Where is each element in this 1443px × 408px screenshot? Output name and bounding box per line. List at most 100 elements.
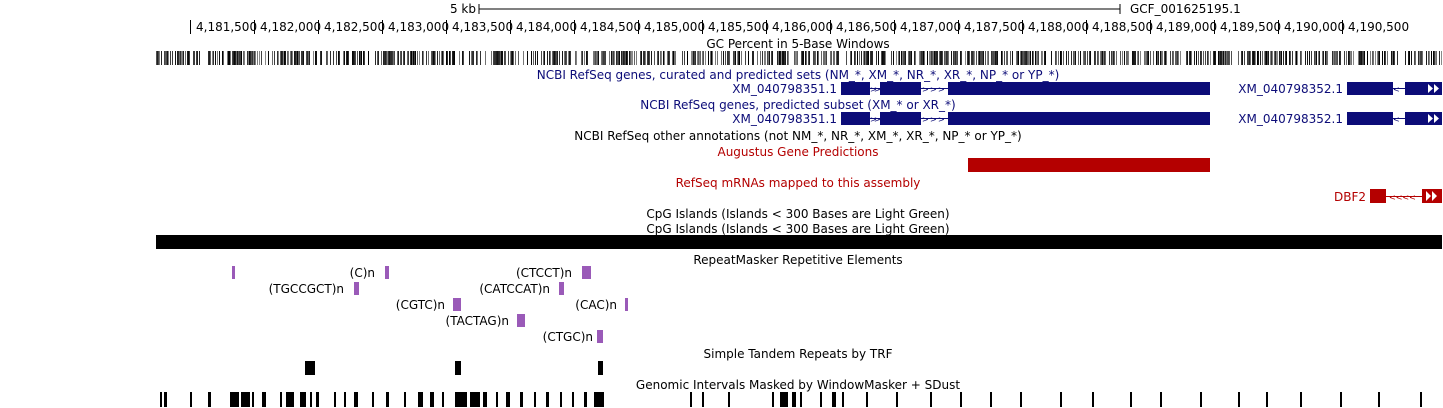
gc-percent-bar (1420, 51, 1421, 65)
gc-percent-bar (910, 51, 911, 65)
gc-percent-bar (614, 51, 615, 65)
masked-interval (520, 392, 523, 407)
track-title-augustus[interactable]: Augustus Gene Predictions (717, 145, 879, 159)
track-title-cpg-islands[interactable]: CpG Islands (Islands < 300 Bases are Lig… (646, 222, 950, 236)
repeat-label[interactable]: (CATCCAT)n (479, 282, 550, 296)
gc-percent-bar (1220, 51, 1221, 65)
gc-percent-bar (1267, 51, 1268, 65)
track-title-gc-percent[interactable]: GC Percent in 5-Base Windows (706, 37, 890, 51)
gc-percent-bar (957, 51, 958, 65)
repeat-label[interactable]: (CTCCT)n (515, 266, 572, 280)
gc-percent-bar (1045, 51, 1046, 65)
masked-interval (584, 392, 587, 407)
ruler-tick-label: 4,187,000 (900, 20, 962, 34)
gc-percent-bar (238, 51, 239, 65)
repeat-label[interactable]: (CGTC)n (395, 298, 445, 312)
track-title-windowmasker[interactable]: Genomic Intervals Masked by WindowMasker… (635, 378, 961, 392)
gc-percent-bar (661, 51, 662, 65)
repeat-label[interactable]: (TACTAG)n (445, 314, 509, 328)
masked-interval (690, 392, 692, 407)
track-title-cpg-islands[interactable]: CpG Islands (Islands < 300 Bases are Lig… (646, 207, 950, 221)
gc-percent-bar (499, 51, 500, 65)
gc-percent-bar (781, 51, 782, 65)
gc-percent-bar (604, 51, 605, 65)
gc-percent-bar (1289, 51, 1290, 65)
repeat-element (385, 266, 389, 279)
gc-percent-bar (1114, 51, 1115, 65)
gc-percent-bar (556, 51, 557, 65)
masked-interval (990, 392, 992, 407)
gc-percent-bar (1311, 51, 1312, 65)
strand-arrow-icon: > (874, 115, 881, 124)
masked-interval (572, 392, 574, 407)
gc-percent-bar (1085, 51, 1086, 65)
gc-percent-bar (605, 51, 606, 65)
gc-percent-bar (623, 51, 624, 65)
gc-percent-bar (728, 51, 729, 65)
gc-percent-bar (287, 51, 288, 65)
gc-percent-bar (531, 51, 532, 65)
strand-arrow-icon: > (930, 85, 937, 94)
repeat-label[interactable]: (CTGC)n (542, 330, 593, 344)
gc-percent-bar (495, 51, 496, 65)
gc-percent-bar (1358, 51, 1359, 65)
gc-percent-bar (1074, 51, 1075, 65)
gc-percent-bar (609, 51, 610, 65)
gc-percent-bar (377, 51, 378, 65)
gc-percent-bar (1104, 51, 1105, 65)
ruler-tick-label: 4,190,000 (1284, 20, 1346, 34)
gc-percent-bar (1335, 51, 1336, 65)
gc-percent-bar (417, 51, 418, 65)
gc-percent-bar (533, 51, 534, 65)
gc-percent-bar (936, 51, 937, 65)
gc-percent-bar (179, 51, 180, 65)
gc-percent-bar (1178, 51, 1179, 65)
track-title-ncbi-refseq-other[interactable]: NCBI RefSeq other annotations (not NM_*,… (574, 129, 1022, 143)
gc-percent-bar (347, 51, 348, 65)
gc-percent-bar (282, 51, 283, 65)
gene-label-dbf2[interactable]: DBF2 (1333, 190, 1366, 204)
gene-label-xm-040798352[interactable]: XM_040798352.1 (1238, 112, 1343, 126)
gc-percent-bar (219, 51, 220, 65)
gc-percent-bar (739, 51, 740, 65)
gene-label-xm-040798351[interactable]: XM_040798351.1 (732, 82, 837, 96)
repeat-label[interactable]: (TGCCGCT)n (268, 282, 344, 296)
repeat-label[interactable]: (CAC)n (575, 298, 617, 312)
gc-percent-bar (181, 51, 182, 65)
track-title-refseq-mrna[interactable]: RefSeq mRNAs mapped to this assembly (675, 176, 921, 190)
gc-percent-bar (955, 51, 956, 65)
gc-percent-bar (352, 51, 353, 65)
gc-percent-bar (496, 51, 497, 65)
gc-percent-bar (825, 51, 826, 65)
gc-percent-bar (621, 51, 622, 65)
gc-percent-bar (995, 51, 996, 65)
gc-percent-bar (795, 51, 796, 65)
repeat-label[interactable]: (C)n (349, 266, 375, 280)
track-title-simple-repeats[interactable]: Simple Tandem Repeats by TRF (703, 347, 893, 361)
track-title-ncbi-refseq-all[interactable]: NCBI RefSeq genes, curated and predicted… (536, 68, 1060, 82)
gene-label-xm-040798351[interactable]: XM_040798351.1 (732, 112, 837, 126)
gc-percent-bar (1056, 51, 1057, 65)
masked-interval (1092, 392, 1094, 407)
gc-percent-bar (1166, 51, 1167, 65)
masked-interval (560, 392, 562, 407)
gc-percent-bar (733, 51, 734, 65)
gc-percent-bar (1241, 51, 1242, 65)
masked-interval (300, 392, 306, 407)
gc-percent-bar (1385, 51, 1386, 65)
gc-percent-bar (587, 51, 588, 65)
gc-percent-bar (1255, 51, 1256, 65)
track-title-repeatmasker[interactable]: RepeatMasker Repetitive Elements (693, 253, 903, 267)
track-title-ncbi-refseq-predicted[interactable]: NCBI RefSeq genes, predicted subset (XM_… (640, 98, 956, 112)
gene-label-xm-040798352[interactable]: XM_040798352.1 (1238, 82, 1343, 96)
gc-percent-bar (783, 51, 784, 65)
ruler-tick-label: 4,188,000 (1028, 20, 1090, 34)
gc-percent-bar (565, 51, 566, 65)
gc-percent-bar (170, 51, 171, 65)
gc-percent-bar (1332, 51, 1333, 65)
masked-interval (286, 392, 294, 407)
gc-percent-bar (1190, 51, 1191, 65)
gc-percent-bar (511, 51, 512, 65)
